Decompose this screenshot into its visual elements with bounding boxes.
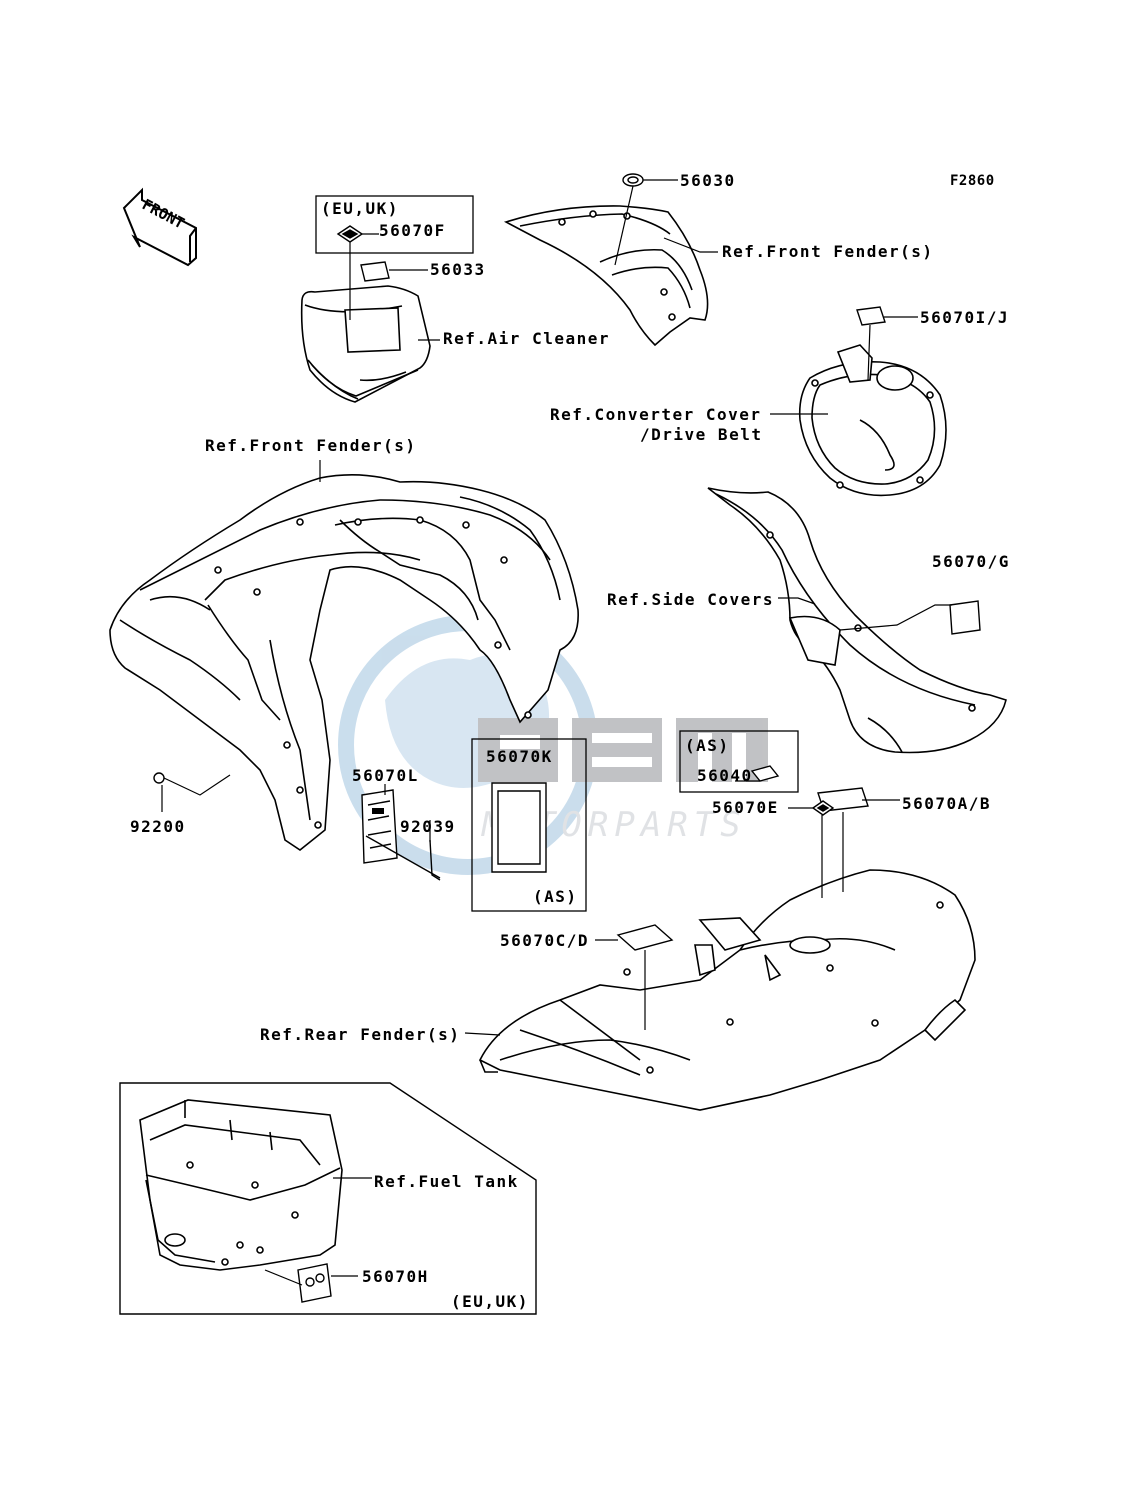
ref-rear-fender[interactable]: Ref.Rear Fender(s) (260, 1025, 461, 1044)
part-56070E[interactable]: 56070E (712, 798, 779, 817)
label-56070E-shape (811, 800, 835, 816)
ref-front-fender-top[interactable]: Ref.Front Fender(s) (722, 242, 934, 261)
label-56070K-shape (491, 782, 547, 873)
ref-side-covers[interactable]: Ref.Side Covers (607, 590, 774, 609)
ref-converter-cover[interactable]: Ref.Converter Cover (550, 405, 762, 424)
part-92200[interactable]: 92200 (130, 817, 186, 836)
label-56070F-shape (336, 225, 364, 243)
part-56070H[interactable]: 56070H (362, 1267, 429, 1286)
ref-drive-belt[interactable]: /Drive Belt (640, 425, 763, 444)
label-56040-shape (750, 765, 780, 782)
diagram-code: F2860 (950, 173, 995, 189)
air-cleaner-cover (300, 285, 431, 403)
label-56070H-shape (297, 1263, 332, 1303)
ref-air-cleaner[interactable]: Ref.Air Cleaner (443, 329, 610, 348)
part-56070G[interactable]: 56070/G (932, 552, 1010, 571)
group-label-eu-uk-top: (EU,UK) (321, 199, 399, 218)
screw-92200-shape (153, 772, 165, 784)
side-cover-part (707, 487, 1007, 754)
part-56070F[interactable]: 56070F (379, 221, 446, 240)
strap-92039-shape (365, 835, 441, 881)
ref-fuel-tank[interactable]: Ref.Fuel Tank (374, 1172, 519, 1191)
part-56033[interactable]: 56033 (430, 260, 486, 279)
group-label-as-b: (AS) (685, 736, 730, 755)
group-label-as-a: (AS) (533, 887, 578, 906)
ref-front-fender-left[interactable]: Ref.Front Fender(s) (205, 436, 417, 455)
part-56030[interactable]: 56030 (680, 171, 736, 190)
part-56040[interactable]: 56040 (697, 766, 753, 785)
part-56070L[interactable]: 56070L (352, 766, 419, 785)
label-56033-shape (360, 261, 390, 282)
grommet-56030-shape (622, 173, 644, 187)
fuel-tank-inset-frame (119, 1082, 537, 1315)
label-56070G-shape (949, 600, 981, 635)
leader-lines (161, 179, 952, 1286)
label-56070L-shape (361, 789, 398, 864)
group-boxes (315, 195, 799, 912)
front-fender-top-part (503, 205, 709, 347)
part-56070CD[interactable]: 56070C/D (500, 931, 590, 950)
rear-fender-part (478, 869, 976, 1111)
front-arrow-icon: FRONT (122, 187, 197, 267)
part-56070K[interactable]: 56070K (486, 747, 553, 766)
part-56070AB[interactable]: 56070A/B (902, 794, 992, 813)
part-92039[interactable]: 92039 (400, 817, 456, 836)
label-56070CD-shape (616, 924, 674, 951)
part-56070IJ[interactable]: 56070I/J (920, 308, 1010, 327)
fuel-tank-part (139, 1099, 343, 1271)
label-56070IJ-shape (856, 306, 886, 326)
front-fender-main-part (109, 474, 579, 851)
converter-cover-part (798, 344, 947, 497)
group-label-eu-uk-bottom: (EU,UK) (451, 1292, 529, 1311)
